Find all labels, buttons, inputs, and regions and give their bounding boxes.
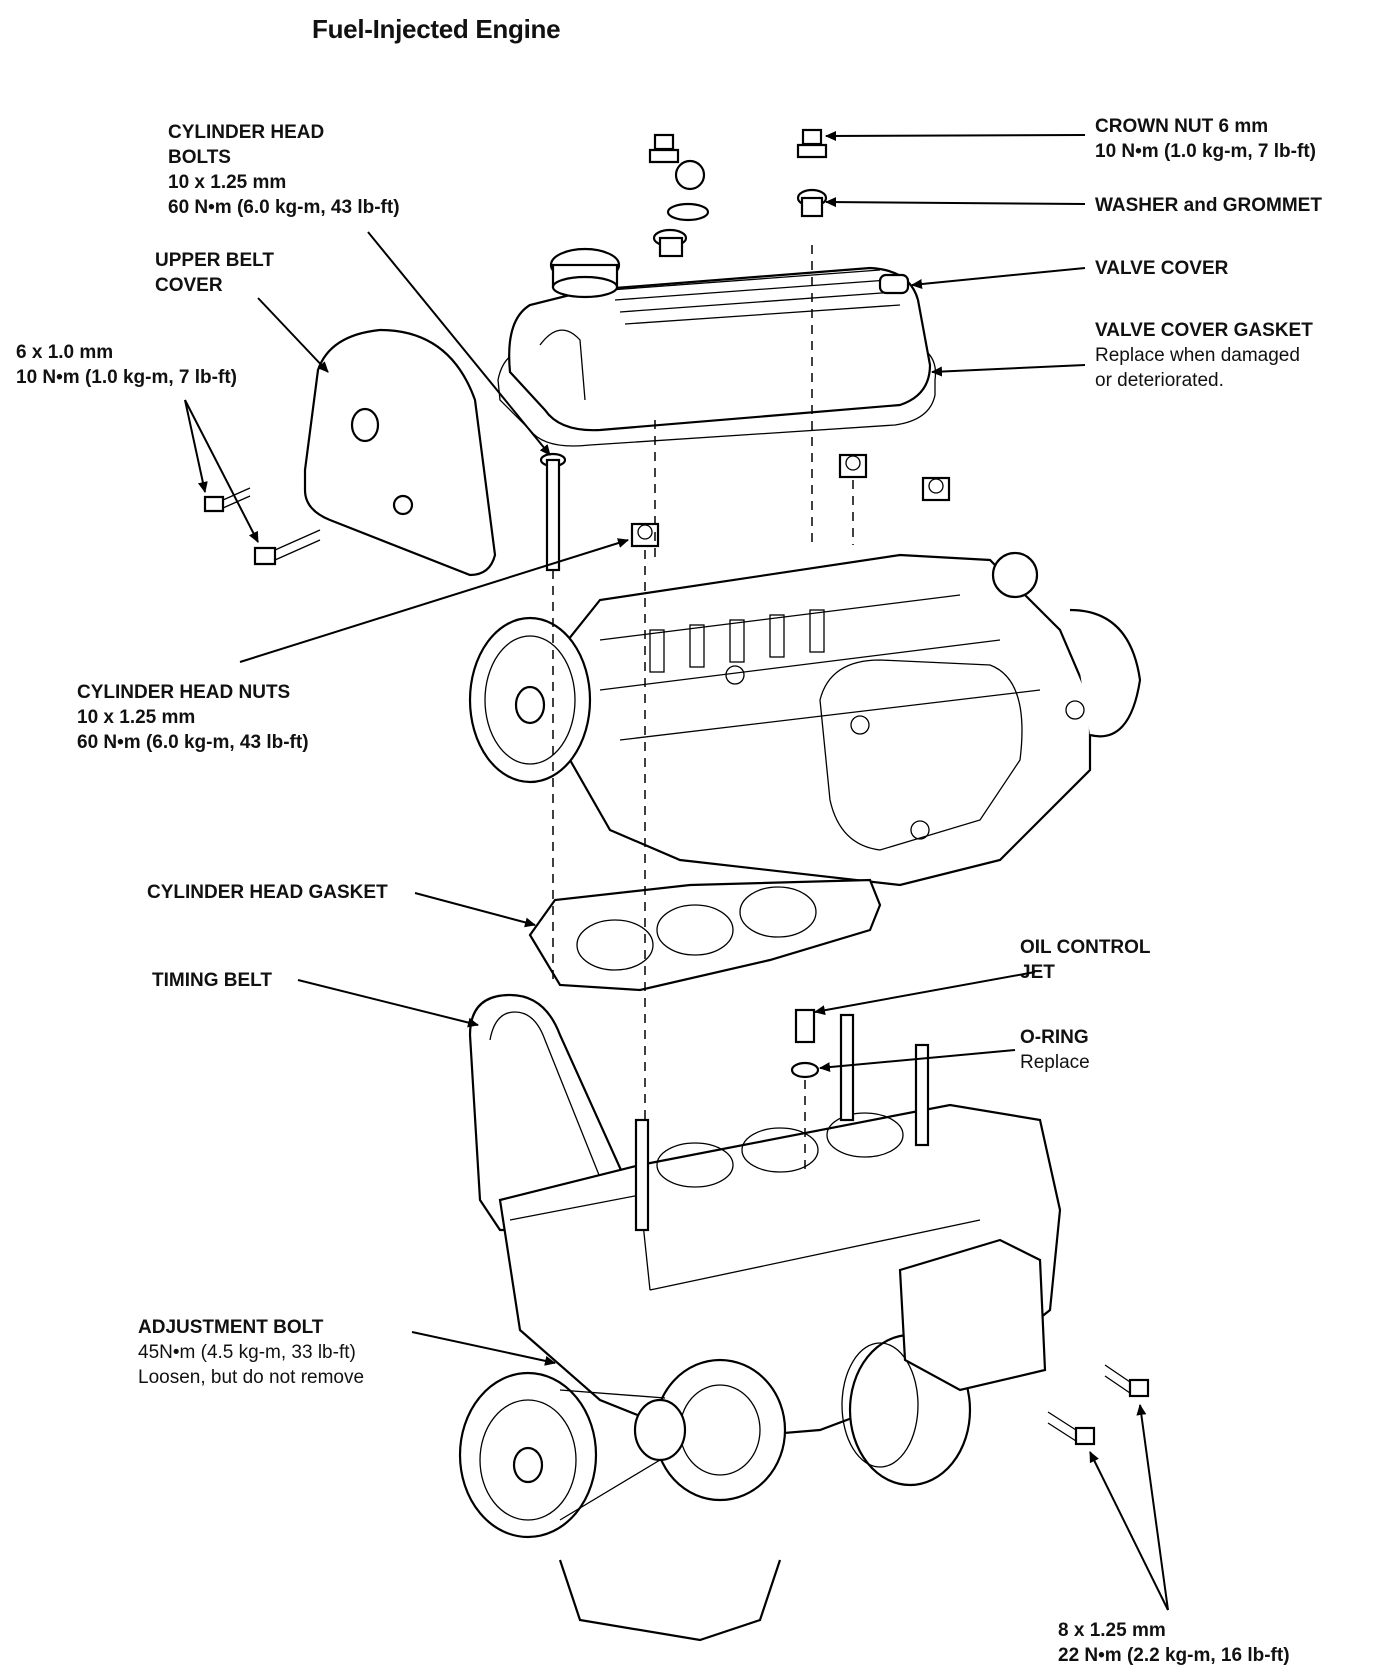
valve-cover xyxy=(508,247,932,432)
crown-nut-right xyxy=(796,128,828,159)
label-cylinder-head-gasket: CYLINDER HEAD GASKET xyxy=(147,880,388,905)
label-line: CYLINDER HEAD NUTS xyxy=(77,682,291,703)
label-line: TIMING BELT xyxy=(152,970,272,991)
label-line: 60 N•m (6.0 kg-m, 43 lb-ft) xyxy=(168,197,400,218)
upper-belt-cover xyxy=(303,328,497,577)
breather-fitting xyxy=(666,159,710,222)
oil-pan xyxy=(558,1559,782,1642)
cover-bolt-upper xyxy=(203,487,251,513)
engine-mount-bracket xyxy=(898,1238,1047,1392)
cylinder-head-gasket xyxy=(528,878,882,992)
label-upper-belt-cover: UPPER BELT COVER xyxy=(155,248,274,298)
label-line: 8 x 1.25 mm xyxy=(1058,1620,1166,1641)
crown-nut-left xyxy=(648,133,680,164)
timing-belt xyxy=(468,993,632,1232)
o-ring xyxy=(790,1061,820,1079)
label-line: Replace when damaged xyxy=(1095,345,1300,366)
cylinder-head-nut xyxy=(630,522,660,548)
label-line: 60 N•m (6.0 kg-m, 43 lb-ft) xyxy=(77,732,309,753)
label-cylinder-head-nuts: CYLINDER HEAD NUTS 10 x 1.25 mm 60 N•m (… xyxy=(77,680,309,755)
valve-springs xyxy=(649,609,825,673)
label-line: 6 x 1.0 mm xyxy=(16,342,114,363)
cylinder-head-bolt xyxy=(539,452,567,572)
label-cylinder-head-bolts: CYLINDER HEAD BOLTS 10 x 1.25 mm 60 N•m … xyxy=(168,120,400,220)
mount-bolt-upper xyxy=(1104,1364,1150,1398)
alignment-lines xyxy=(552,245,854,1170)
label-o-ring: O-RING Replace xyxy=(1020,1025,1090,1075)
label-line: VALVE COVER GASKET xyxy=(1095,320,1313,341)
crankshaft-pulley xyxy=(458,1371,598,1539)
label-adjustment-bolt: ADJUSTMENT BOLT 45N•m (4.5 kg-m, 33 lb-f… xyxy=(138,1315,364,1390)
label-line: UPPER BELT xyxy=(155,250,274,271)
label-line: WASHER and GROMMET xyxy=(1095,195,1322,216)
camshaft-pulley xyxy=(468,616,592,784)
label-line: Loosen, but do not remove xyxy=(138,1367,365,1388)
label-line: or deteriorated. xyxy=(1095,370,1224,391)
label-line: ADJUSTMENT BOLT xyxy=(138,1317,324,1338)
label-line: O-RING xyxy=(1020,1027,1089,1048)
label-line: Replace xyxy=(1020,1052,1090,1073)
label-cover-bolts: 6 x 1.0 mm 10 N•m (1.0 kg-m, 7 lb-ft) xyxy=(16,340,237,390)
label-line: 10 x 1.25 mm xyxy=(77,707,196,728)
label-line: BOLTS xyxy=(168,147,231,168)
label-line: COVER xyxy=(155,275,223,296)
label-line: VALVE COVER xyxy=(1095,258,1229,279)
label-line: 10 N•m (1.0 kg-m, 7 lb-ft) xyxy=(16,367,237,388)
label-crown-nut: CROWN NUT 6 mm 10 N•m (1.0 kg-m, 7 lb-ft… xyxy=(1095,114,1316,164)
washer-grommet-left xyxy=(652,228,688,258)
label-valve-cover: VALVE COVER xyxy=(1095,256,1228,281)
label-line: OIL CONTROL xyxy=(1020,937,1151,958)
head-studs xyxy=(634,1013,930,1232)
cylinder-head xyxy=(558,551,1142,887)
drive-belt xyxy=(559,1389,666,1521)
label-line: 22 N•m (2.2 kg-m, 16 lb-ft) xyxy=(1058,1645,1290,1666)
oil-control-jet xyxy=(794,1008,816,1044)
washer-grommet-right xyxy=(796,188,828,218)
label-oil-control-jet: OIL CONTROL JET xyxy=(1020,935,1151,985)
cover-bolt-lower xyxy=(253,529,321,566)
label-line: JET xyxy=(1020,962,1055,983)
cylinder-head-nut-2 xyxy=(838,453,868,479)
label-line: CROWN NUT 6 mm xyxy=(1095,116,1269,137)
label-valve-cover-gasket: VALVE COVER GASKET Replace when damaged … xyxy=(1095,318,1313,393)
label-line: CYLINDER HEAD GASKET xyxy=(147,882,388,903)
leader-lines xyxy=(184,130,1169,1611)
alternator xyxy=(633,1358,787,1502)
label-line: 10 x 1.25 mm xyxy=(168,172,287,193)
label-timing-belt: TIMING BELT xyxy=(152,968,272,993)
label-mount-bolts: 8 x 1.25 mm 22 N•m (2.2 kg-m, 16 lb-ft) xyxy=(1058,1618,1290,1668)
page-title: Fuel-Injected Engine xyxy=(312,14,561,44)
label-line: 45N•m (4.5 kg-m, 33 lb-ft) xyxy=(138,1342,356,1363)
cylinder-head-nut-3 xyxy=(921,476,951,502)
label-line: CYLINDER HEAD xyxy=(168,122,325,143)
mount-bolt-lower xyxy=(1047,1411,1096,1446)
label-line: 10 N•m (1.0 kg-m, 7 lb-ft) xyxy=(1095,141,1316,162)
label-washer-grommet: WASHER and GROMMET xyxy=(1095,193,1322,218)
